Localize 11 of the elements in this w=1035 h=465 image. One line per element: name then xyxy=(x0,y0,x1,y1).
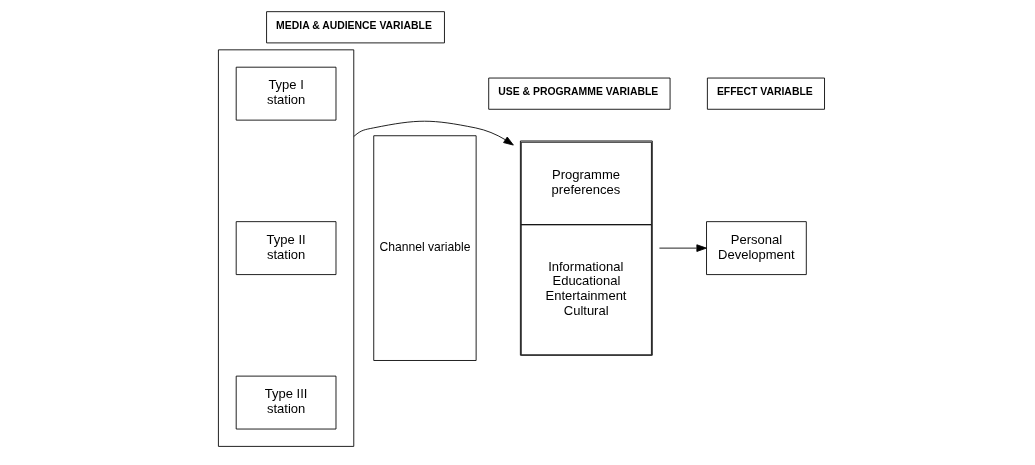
node-box: Type I station xyxy=(235,66,336,121)
arrow xyxy=(352,120,514,146)
node-box: Type III station xyxy=(235,375,336,430)
arrow xyxy=(658,244,707,252)
node-box: Type II station xyxy=(235,221,336,276)
cluster xyxy=(217,49,354,447)
node-box: EFFECT VARIABLE xyxy=(706,77,825,110)
node-box: MEDIA & AUDIENCE VARIABLE xyxy=(265,11,445,44)
node-box: Personal Development xyxy=(705,221,807,276)
node-box: Channel variable xyxy=(372,135,477,361)
node-box: USE & PROGRAMME VARIABLE xyxy=(487,77,670,110)
